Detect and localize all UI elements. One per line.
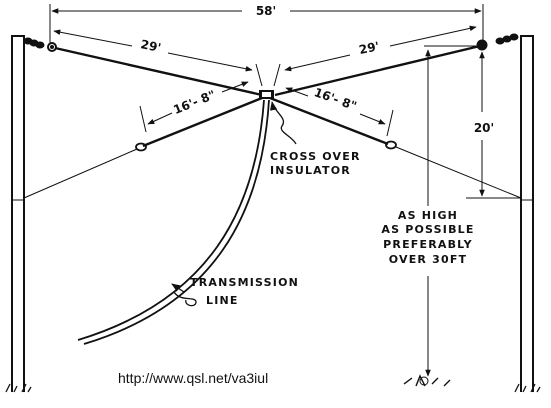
antenna-wires — [54, 44, 481, 148]
insulator-label-line2: INSULATOR — [270, 164, 351, 177]
left-end-insulator — [23, 37, 57, 52]
right-mast — [514, 35, 541, 393]
dim-left-29-label: 29' — [139, 37, 162, 55]
insulator-leader — [270, 101, 297, 145]
dim-height-label: 20' — [474, 121, 494, 135]
dim-right-inner — [285, 87, 394, 137]
dim-overall-label: 58' — [256, 4, 276, 18]
feedline-arrow — [171, 283, 185, 293]
height-note-line3: PREFERABLY — [383, 238, 473, 251]
dim-right-29 — [273, 25, 477, 87]
feedline-leader — [173, 291, 197, 307]
right-end-insulator — [476, 33, 519, 51]
dim-left-inner-label: 16'- 8" — [171, 88, 217, 118]
support-ropes — [23, 146, 522, 199]
feedline-label-line2: LINE — [206, 294, 239, 307]
height-note-line4: OVER 30FT — [389, 253, 468, 266]
dim-ground-height — [403, 49, 451, 387]
left-mast — [5, 35, 32, 393]
source-url: http://www.qsl.net/va3iul — [118, 370, 268, 386]
insulator-label-line1: CROSS OVER — [270, 150, 361, 163]
dim-right-29-label: 29' — [358, 39, 381, 57]
transmission-line — [77, 99, 270, 345]
dim-right-inner-label: 16'- 8" — [312, 85, 358, 113]
height-note-line2: AS POSSIBLE — [381, 223, 474, 236]
dim-overall — [49, 4, 484, 44]
dim-left-29 — [53, 29, 263, 87]
feedline-label-line1: TRANSMISSION — [190, 276, 299, 289]
mid-insulators — [135, 140, 397, 152]
crossover-insulator — [259, 90, 274, 99]
height-note-line1: AS HIGH — [398, 209, 458, 222]
dim-left-inner — [139, 81, 249, 133]
dim-height — [424, 45, 520, 199]
